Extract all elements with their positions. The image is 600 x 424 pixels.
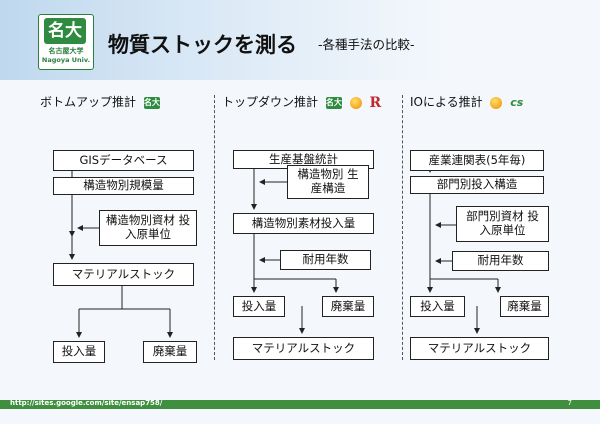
box-input: 投入量 (233, 296, 285, 317)
slide-subtitle: -各種手法の比較- (318, 37, 415, 52)
box-sector-structure: 部門別投入構造 (410, 176, 544, 194)
footer-bar: http://sites.google.com/site/ensap758/ 7 (0, 399, 600, 409)
box-sector-material-unit: 部門別資材 投入原単位 (456, 206, 549, 242)
box-material-stock: マテリアルストック (53, 263, 194, 286)
column-separator (214, 95, 215, 360)
logo-text-ja: 名古屋大学 (48, 47, 84, 55)
box-input: 投入量 (410, 296, 465, 317)
box-material-unit: 構造物別資材 投入原単位 (99, 210, 197, 246)
box-material-stock: マテリアルストック (410, 337, 549, 360)
box-lifetime: 耐用年数 (280, 250, 371, 270)
slide-title: 物質ストックを測る (108, 33, 297, 57)
box-io-table: 産業連関表(5年毎) (410, 150, 544, 171)
box-input: 投入量 (53, 341, 105, 363)
box-material-input: 構造物別素材投入量 (233, 213, 374, 234)
box-production-structure: 構造物別 生産構造 (287, 165, 369, 199)
page-number: 7 (567, 399, 572, 407)
heading-bottom-up: ボトムアップ推計 名大 (40, 93, 160, 110)
database-icon (349, 96, 362, 109)
univ-icon: 名大 (325, 96, 342, 109)
box-waste: 廃棄量 (322, 296, 374, 317)
heading-io-label: IOによる推計 (410, 95, 483, 109)
box-lifetime: 耐用年数 (452, 251, 549, 271)
r-icon: R (369, 94, 382, 111)
box-gis-database: GISデータベース (53, 150, 194, 171)
logo-text-en: Nagoya Univ. (41, 56, 91, 64)
box-waste: 廃棄量 (143, 341, 197, 363)
heading-top-down: トップダウン推計 名大 R (222, 93, 381, 110)
box-structure-scale: 構造物別規模量 (53, 177, 194, 195)
heading-top-down-label: トップダウン推計 (222, 95, 319, 109)
univ-icon: 名大 (143, 96, 160, 109)
university-logo: 名大 名古屋大学 Nagoya Univ. (38, 14, 94, 70)
footer-url[interactable]: http://sites.google.com/site/ensap758/ (10, 399, 163, 407)
box-waste: 廃棄量 (500, 296, 549, 317)
cs-icon: cs (510, 96, 524, 109)
column-separator (402, 95, 403, 360)
database-icon (490, 96, 503, 109)
header-band (0, 0, 600, 80)
heading-io: IOによる推計 cs (410, 93, 523, 110)
heading-bottom-up-label: ボトムアップ推計 (40, 95, 137, 109)
box-material-stock: マテリアルストック (233, 337, 374, 360)
logo-mark: 名大 (44, 18, 86, 44)
